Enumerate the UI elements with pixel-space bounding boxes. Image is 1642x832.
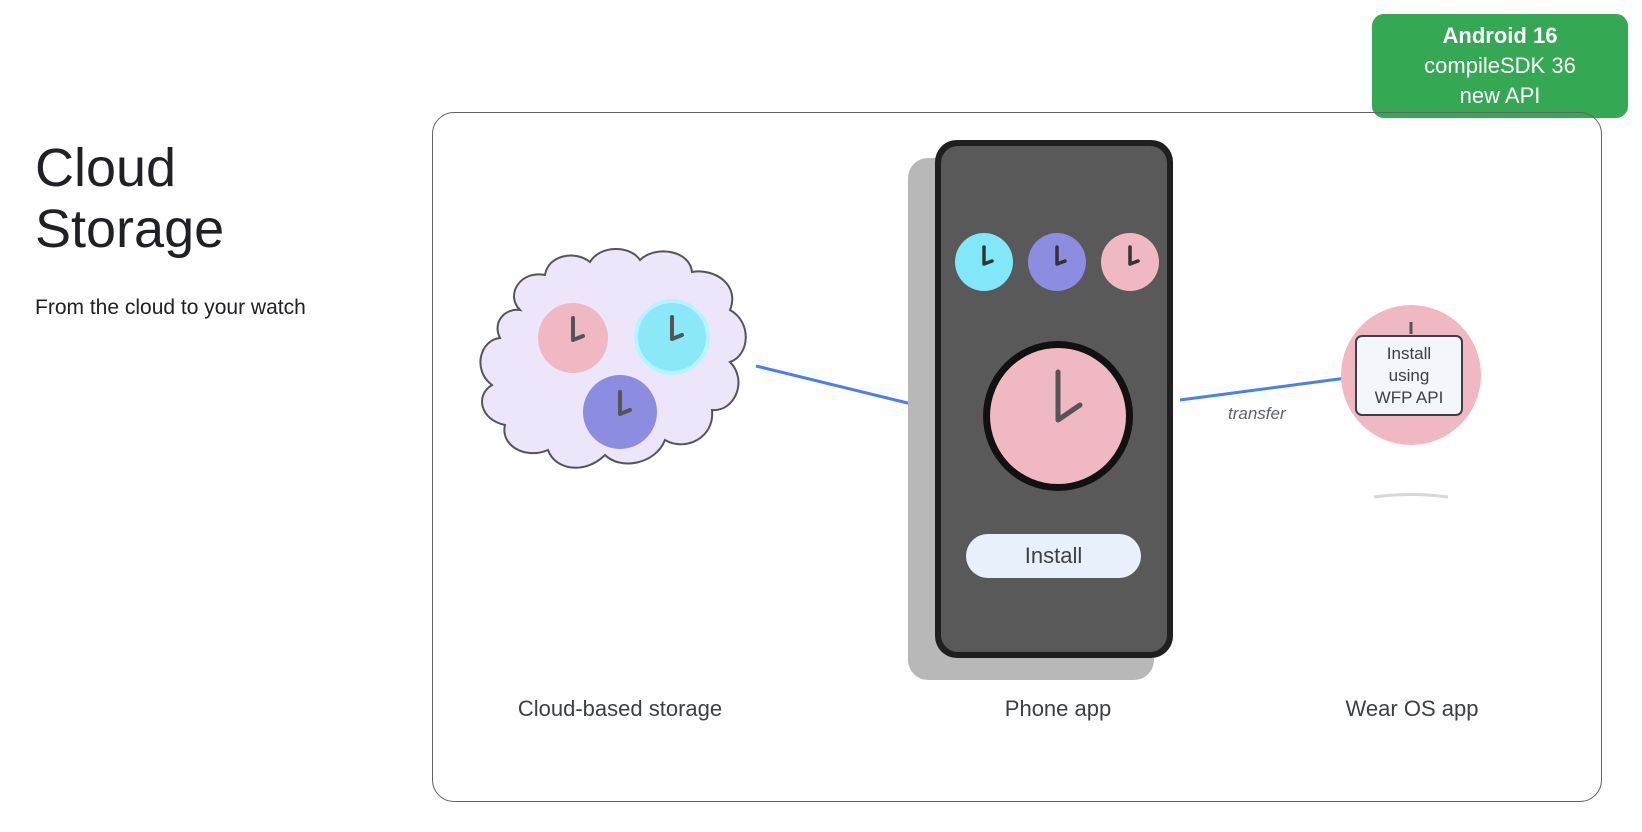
arrow-icon bbox=[755, 364, 926, 410]
slide-subtitle: From the cloud to your watch bbox=[35, 296, 306, 319]
phone-icon bbox=[908, 140, 1173, 680]
wfp-line-1: Install bbox=[1386, 343, 1432, 363]
clock-icon bbox=[1101, 233, 1159, 291]
clock-icon bbox=[538, 303, 608, 373]
transfer-label: transfer bbox=[1228, 404, 1286, 423]
wfp-line-3: WFP API bbox=[1374, 387, 1444, 407]
arrow-icon bbox=[1179, 373, 1356, 402]
wfp-line-2: using bbox=[1388, 365, 1430, 385]
clock-icon bbox=[1028, 233, 1086, 291]
clock-icon bbox=[983, 341, 1133, 491]
install-button[interactable]: Install bbox=[966, 534, 1141, 578]
slide-title: Cloud Storage bbox=[35, 138, 225, 259]
cloud-caption: Cloud-based storage bbox=[517, 696, 723, 721]
badge-line-3: new API bbox=[1459, 83, 1541, 108]
phone-caption: Phone app bbox=[1004, 696, 1112, 721]
clock-icon bbox=[634, 299, 710, 375]
watch-caption: Wear OS app bbox=[1345, 696, 1479, 721]
clock-icon bbox=[583, 375, 657, 449]
badge-line-2: compileSDK 36 bbox=[1424, 53, 1576, 78]
diagram-frame bbox=[432, 112, 1602, 802]
clock-icon bbox=[955, 233, 1013, 291]
cloud-icon bbox=[479, 248, 747, 469]
wfp-install-dialog: Install using WFP API bbox=[1355, 335, 1463, 416]
badge-line-1: Android 16 bbox=[1442, 23, 1558, 48]
android-version-badge: Android 16 compileSDK 36 new API bbox=[1372, 14, 1628, 118]
